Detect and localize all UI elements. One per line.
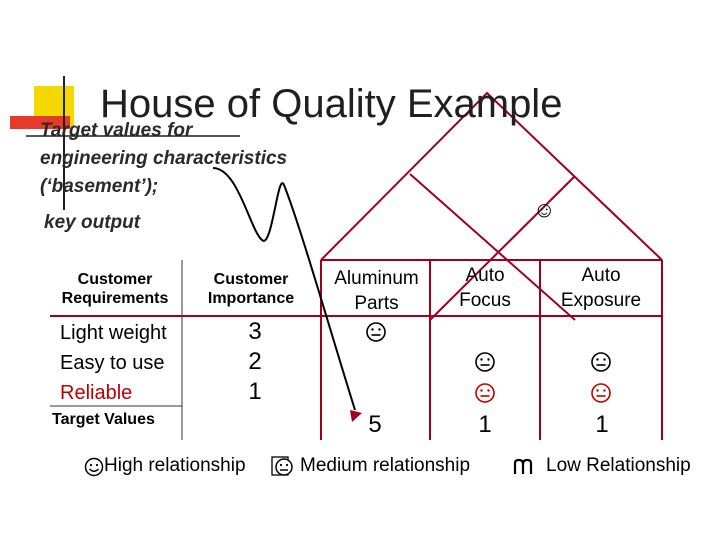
medium-relationship-icon — [591, 352, 611, 372]
header-customer-requirements: Customer Requirements — [61, 271, 169, 307]
note-line-2: engineering characteristics — [40, 148, 288, 169]
target-value-auto-focus: 1 — [478, 411, 492, 438]
importance-easy-to-use: 2 — [248, 348, 262, 375]
legend-low-label: Low Relationship — [546, 455, 691, 476]
requirement-reliable: Reliable — [60, 382, 133, 404]
importance-reliable: 1 — [248, 378, 262, 405]
note-line-3: (‘basement’); — [40, 176, 159, 197]
requirement-easy-to-use: Easy to use — [60, 352, 165, 374]
target-values-label: Target Values — [52, 411, 155, 428]
importance-light-weight: 3 — [248, 318, 262, 345]
legend-medium-label: Medium relationship — [300, 455, 471, 476]
red-bar-decoration — [10, 116, 70, 129]
squiggle-arrow — [212, 167, 356, 411]
slide-title: House of Quality Example — [100, 82, 563, 126]
left-table-frame — [50, 260, 183, 440]
target-value-auto-exposure: 1 — [595, 411, 609, 438]
arrowhead — [350, 410, 362, 422]
key-output-label: key output — [44, 212, 141, 233]
grid-lines — [50, 259, 663, 440]
medium-relationship-icon — [475, 383, 495, 403]
medium-relationship-icon — [271, 456, 293, 476]
medium-relationship-icon — [366, 322, 386, 342]
target-value-aluminum-parts: 5 — [368, 411, 382, 438]
low-relationship-icon — [513, 458, 533, 474]
medium-relationship-icon — [475, 352, 495, 372]
medium-relationship-icon — [591, 383, 611, 403]
requirement-light-weight: Light weight — [60, 322, 167, 344]
header-auto-exposure: Auto Exposure — [560, 265, 642, 311]
roof-correlation-smiley-icon: ☺ — [533, 197, 556, 222]
legend-high-label: High relationship — [104, 455, 246, 476]
high-relationship-icon — [84, 457, 104, 477]
header-aluminum-parts: Aluminum Parts — [334, 268, 419, 314]
header-auto-focus: Auto Focus — [459, 265, 511, 311]
header-customer-importance: Customer Importance — [207, 271, 295, 307]
note-line-1: Target values for — [40, 120, 193, 141]
roof — [320, 91, 663, 321]
